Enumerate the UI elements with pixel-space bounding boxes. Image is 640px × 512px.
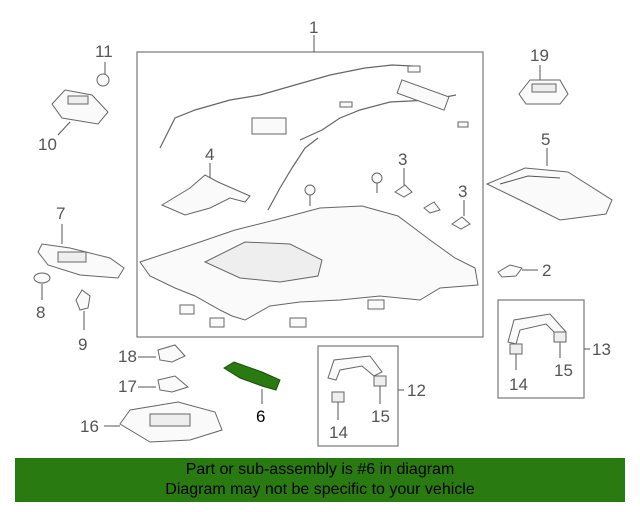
cover-part-15-right — [553, 331, 567, 343]
cover-part-14-right — [509, 343, 523, 355]
info-banner: Part or sub-assembly is #6 in diagram Di… — [15, 458, 625, 502]
callout-9[interactable]: 9 — [78, 335, 87, 354]
cover-part-15-left — [373, 375, 387, 387]
holder-part-9 — [75, 289, 91, 311]
callout-10[interactable]: 10 — [38, 135, 57, 154]
part-2 — [497, 264, 523, 278]
callout-19[interactable]: 19 — [530, 46, 549, 65]
banner-line-1: Part or sub-assembly is #6 in diagram — [185, 461, 455, 478]
clip-part-8 — [33, 272, 51, 284]
banner-line-2: Diagram may not be specific to your vehi… — [165, 481, 475, 498]
headliner-frame — [136, 51, 484, 338]
callout-3b[interactable]: 3 — [458, 182, 467, 201]
callout-11[interactable]: 11 — [95, 42, 113, 61]
callout-6[interactable]: 6 — [256, 407, 265, 426]
panel-part-5 — [485, 167, 613, 221]
bulb-part-11 — [96, 73, 110, 87]
bracket-part-4 — [160, 174, 251, 216]
callout-3a[interactable]: 3 — [398, 150, 407, 169]
callout-4[interactable]: 4 — [205, 145, 214, 164]
callout-8[interactable]: 8 — [36, 303, 45, 322]
highlighted-part-6[interactable] — [223, 361, 281, 391]
callout-15a[interactable]: 15 — [371, 407, 390, 426]
clip-part-17 — [157, 375, 190, 393]
sunroof-opening — [203, 241, 323, 283]
callout-16[interactable]: 16 — [80, 417, 99, 436]
grab-handle-frame-12 — [317, 345, 399, 447]
roof-bracket — [396, 79, 450, 111]
callout-14b[interactable]: 14 — [509, 375, 528, 394]
callout-18[interactable]: 18 — [118, 347, 137, 366]
lamp-part-10 — [51, 89, 109, 125]
map-lamp-bracket — [251, 117, 287, 135]
callout-7[interactable]: 7 — [56, 204, 65, 223]
clip-part-3b — [451, 216, 471, 230]
callout-13[interactable]: 13 — [592, 340, 611, 359]
callout-14a[interactable]: 14 — [329, 423, 348, 442]
wire-harness — [159, 64, 419, 149]
callout-1[interactable]: 1 — [309, 18, 318, 37]
cover-part-14-left — [331, 391, 345, 403]
callout-2[interactable]: 2 — [542, 261, 551, 280]
callout-5[interactable]: 5 — [541, 130, 550, 149]
clip-part-3a — [394, 184, 413, 198]
callout-12[interactable]: 12 — [407, 381, 426, 400]
callout-17[interactable]: 17 — [118, 377, 137, 396]
callout-15b[interactable]: 15 — [554, 361, 573, 380]
clip-part-18 — [157, 344, 186, 363]
